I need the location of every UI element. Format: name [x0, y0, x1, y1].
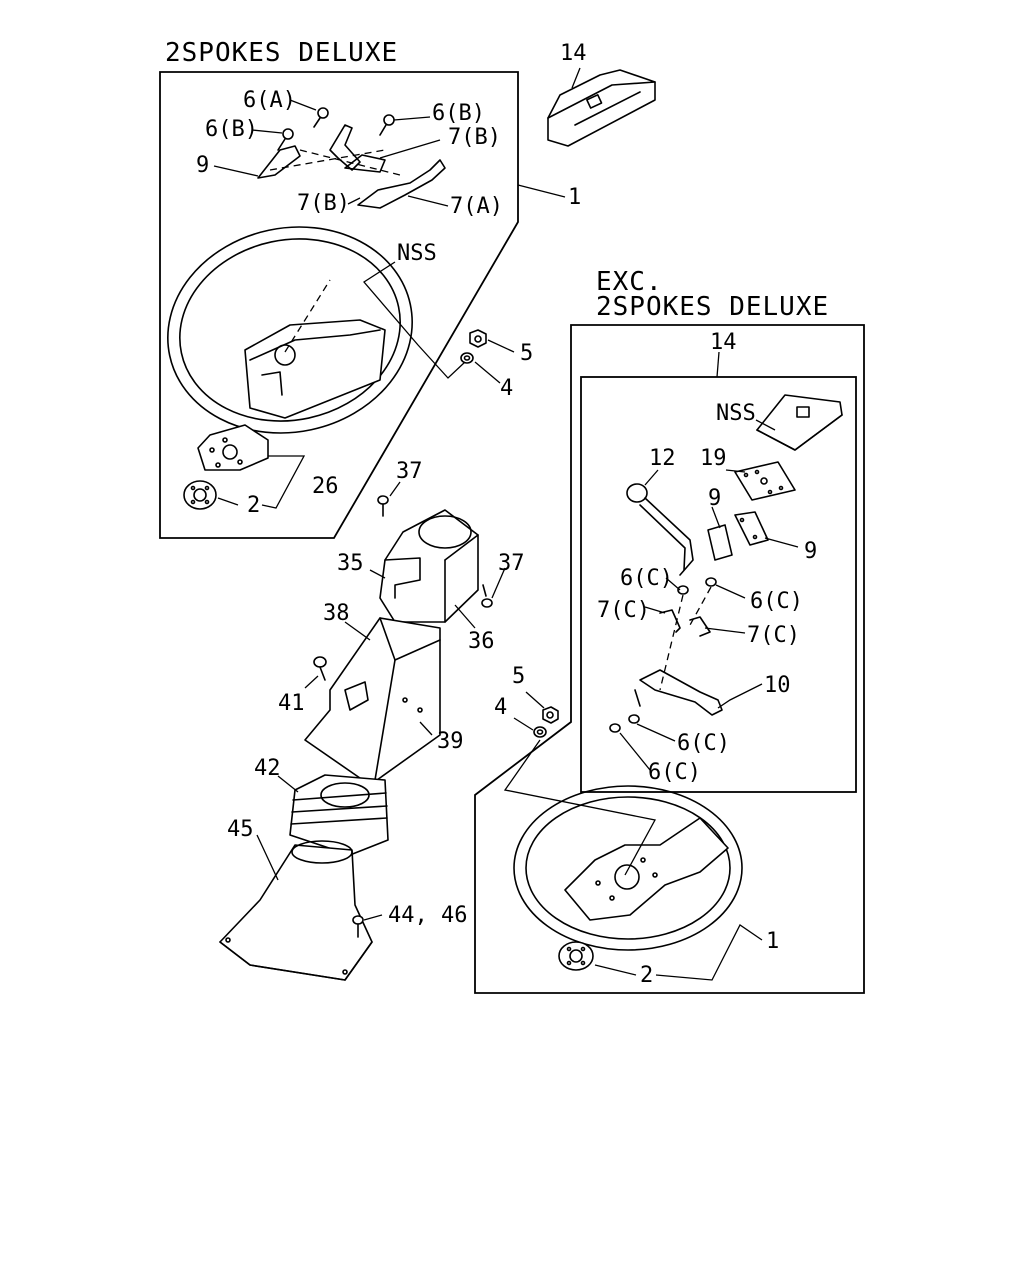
nut-washer-middle	[533, 706, 559, 738]
label-nss-left: NSS	[397, 241, 437, 266]
label-12: 12	[649, 446, 676, 471]
emblem-cover-26	[197, 424, 269, 471]
horn-pad-top	[547, 69, 656, 147]
label-7b-right: 7(B)	[448, 125, 501, 150]
screws-6c	[609, 577, 717, 733]
column-cover-lower	[304, 617, 441, 786]
label-nss-right: NSS	[716, 401, 756, 426]
bolt-41	[313, 656, 327, 681]
exc-group-frame	[474, 324, 865, 994]
label-7c-1: 7(C)	[597, 598, 650, 623]
label-6b-left: 6(B)	[205, 117, 258, 142]
label-37-top: 37	[396, 459, 423, 484]
label-5-left: 5	[520, 341, 533, 366]
label-1-bottom: 1	[766, 929, 779, 954]
label-19: 19	[700, 446, 727, 471]
label-44-46: 44, 46	[388, 903, 467, 928]
label-14-top: 14	[560, 41, 587, 66]
header-exc-2spokes-deluxe: 2SPOKES DELUXE	[596, 292, 829, 322]
bracket-10	[634, 669, 723, 716]
label-1-top: 1	[568, 185, 581, 210]
label-4-left: 4	[500, 376, 513, 401]
label-42: 42	[254, 756, 281, 781]
screw-37-right	[481, 584, 493, 608]
label-41: 41	[278, 691, 305, 716]
horn-pad-nss	[756, 394, 843, 451]
horn-button-cap-left	[183, 480, 217, 510]
label-9-exc-a: 9	[708, 486, 721, 511]
horn-button-cap-right	[558, 941, 594, 971]
label-6c-2: 6(C)	[750, 589, 803, 614]
label-6c-1: 6(C)	[620, 566, 673, 591]
label-6a: 6(A)	[243, 88, 296, 113]
label-39: 39	[437, 729, 464, 754]
label-6c-4: 6(C)	[648, 760, 701, 785]
screw-37-top	[377, 495, 389, 517]
label-35: 35	[337, 551, 364, 576]
header-exc: EXC.	[596, 267, 663, 297]
column-cover-upper	[379, 509, 479, 623]
boot-45	[219, 840, 373, 981]
label-4-mid: 4	[494, 695, 507, 720]
label-5-mid: 5	[512, 664, 525, 689]
steering-wheel-exc	[513, 785, 743, 951]
label-36: 36	[468, 629, 495, 654]
label-7b-bottom: 7(B)	[297, 191, 350, 216]
header-2spokes-deluxe: 2SPOKES DELUXE	[165, 38, 398, 68]
label-10: 10	[764, 673, 791, 698]
bracket-assembly-deluxe	[257, 107, 446, 209]
exc-pad-subframe	[580, 376, 857, 793]
leader-lines	[213, 67, 799, 981]
label-9-left: 9	[196, 153, 209, 178]
label-45: 45	[227, 817, 254, 842]
label-2-bottom: 2	[640, 963, 653, 988]
contacts-7c	[659, 586, 712, 691]
plate-19	[734, 461, 796, 501]
boot-42	[289, 774, 389, 856]
label-6c-3: 6(C)	[677, 731, 730, 756]
label-26: 26	[312, 474, 339, 499]
label-9-exc-b: 9	[804, 539, 817, 564]
nut-washer-left	[460, 329, 487, 364]
bracket-9-exc	[707, 511, 769, 561]
steering-wheel-deluxe	[167, 226, 413, 434]
label-6b-right: 6(B)	[432, 101, 485, 126]
horn-lever-12	[626, 483, 694, 576]
label-7a: 7(A)	[450, 194, 503, 219]
deluxe-group-frame	[159, 71, 519, 539]
label-7c-2: 7(C)	[747, 623, 800, 648]
label-2-left: 2	[247, 493, 260, 518]
bolt-44-46	[352, 915, 364, 938]
label-14-right: 14	[710, 330, 737, 355]
label-37-right: 37	[498, 551, 525, 576]
label-38: 38	[323, 601, 350, 626]
